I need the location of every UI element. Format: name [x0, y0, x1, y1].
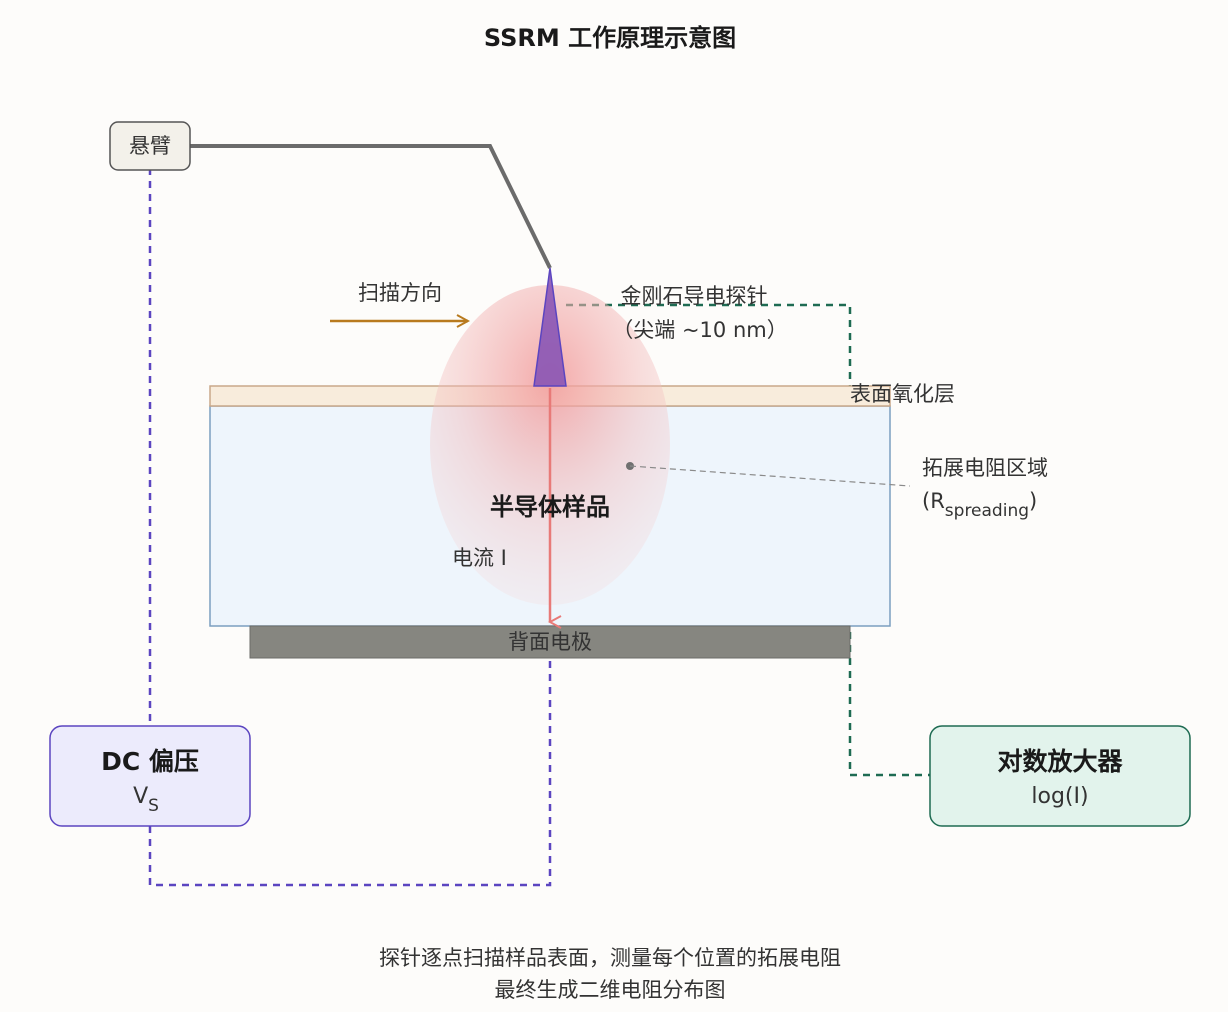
- probe-size-label: （尖端 ~10 nm）: [612, 318, 787, 342]
- page-title: SSRM 工作原理示意图: [484, 24, 736, 52]
- dc-bias-symbol: VS: [133, 784, 159, 816]
- back-electrode-label: 背面电极: [508, 630, 592, 654]
- caption-line-1: 探针逐点扫描样品表面，测量每个位置的拓展电阻: [379, 946, 841, 970]
- probe-tip: [533, 267, 567, 387]
- oxide-label: 表面氧化层: [850, 382, 955, 406]
- log-amplifier-box: [929, 725, 1191, 827]
- back-electrode: [249, 625, 851, 659]
- cantilever-label: 悬臂: [129, 134, 171, 158]
- log-amplifier-formula: log(I): [1031, 784, 1088, 809]
- bias-return-wire: [148, 658, 552, 887]
- spreading-pointer-line: [629, 465, 911, 487]
- amp-wire: [566, 303, 930, 777]
- current-label: 电流 I: [452, 546, 507, 570]
- log-amplifier-title: 对数放大器: [997, 747, 1123, 776]
- scan-direction-label: 扫描方向: [358, 281, 442, 305]
- cantilever-label-box: [109, 121, 191, 171]
- dc-bias-box: [49, 725, 251, 827]
- caption-line-2: 最终生成二维电阻分布图: [495, 978, 726, 1002]
- spreading-label: 拓展电阻区域: [922, 456, 1048, 480]
- cantilever-arm: [190, 144, 552, 269]
- probe-label: 金刚石导电探针: [621, 284, 768, 308]
- sample-label: 半导体样品: [490, 493, 610, 521]
- spreading-symbol: (Rspreading): [922, 489, 1037, 521]
- dc-bias-title: DC 偏压: [101, 747, 199, 776]
